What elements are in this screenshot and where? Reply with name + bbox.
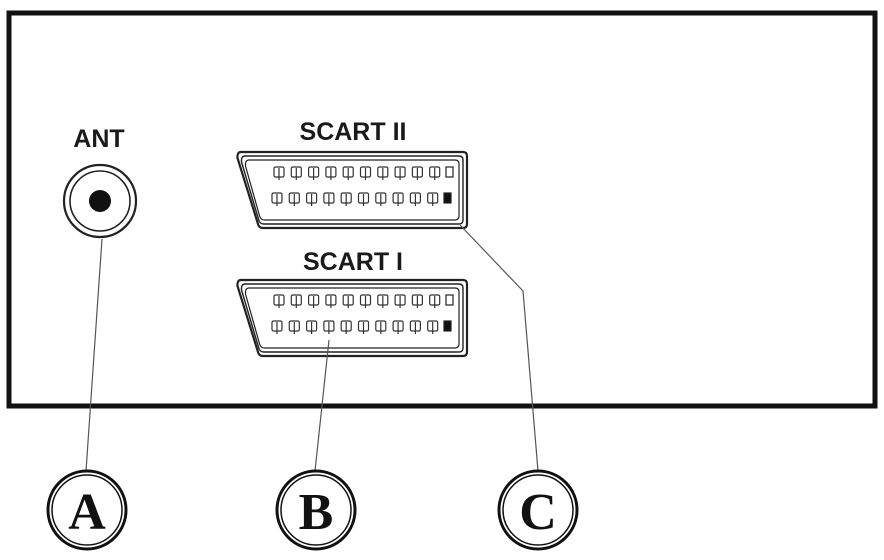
scart-1-pin [429, 294, 441, 308]
scart-2-pin [375, 192, 387, 206]
scart-1-pin [359, 294, 372, 308]
scart-1-pin [306, 320, 318, 334]
callout-a: A [46, 469, 128, 551]
scart-1-outline-1 [236, 278, 469, 358]
callout-b: B [275, 469, 357, 551]
callout-b-letter: B [299, 484, 334, 541]
scart-1-pin [427, 320, 439, 334]
scart-1-pin [271, 320, 283, 334]
scart-1-pin [392, 320, 404, 334]
callout-c-letter: C [519, 484, 557, 541]
scart-1-pin [323, 320, 335, 334]
scart-2-pin [429, 166, 441, 180]
scart-2-pin [342, 166, 354, 180]
scart-2-pin [359, 166, 372, 180]
scart-1-pin [342, 294, 354, 308]
scart-1-pin [409, 320, 421, 334]
scart-2-pin [377, 166, 389, 180]
scart-1-label: SCART I [303, 248, 403, 276]
scart-2-outline-3 [244, 159, 460, 221]
leader-line-c [459, 224, 539, 472]
scart-1-pin [325, 294, 337, 308]
scart-1-connector: SCART I [236, 248, 469, 358]
scart-1-pin [340, 320, 352, 334]
scart-2-pin [323, 192, 335, 206]
scart-2-outline-2 [240, 155, 464, 225]
scart-1-pin [394, 294, 406, 308]
scart-1-pin [288, 320, 300, 334]
ant-socket-icon [62, 163, 138, 239]
scart-2-pin-end [445, 166, 454, 178]
scart-2-connector: SCART II [236, 118, 469, 230]
ant-label: ANT [73, 125, 124, 153]
scart-2-label: SCART II [300, 118, 407, 146]
scart-2-outline-1 [236, 150, 469, 230]
scart-2-pin [306, 192, 318, 206]
scart-2-pin-end [443, 192, 452, 204]
leader-line-b [314, 339, 330, 472]
scart-2-pin [394, 166, 406, 180]
scart-2-pin [427, 192, 439, 206]
scart-1-outline-3 [244, 287, 460, 349]
scart-1-pin [273, 294, 285, 308]
scart-2-socket-icon [236, 150, 469, 230]
callout-c: C [497, 469, 579, 551]
scart-1-pin-end [445, 294, 454, 306]
scart-2-pin [357, 192, 370, 206]
scart-2-pin [392, 192, 404, 206]
leader-line-a [85, 238, 103, 472]
scart-1-pin [308, 294, 320, 308]
scart-2-pin [411, 166, 423, 180]
scart-1-socket-icon [236, 278, 469, 358]
scart-2-pin [273, 166, 285, 180]
scart-2-pin [308, 166, 320, 180]
scart-1-pin [411, 294, 423, 308]
callout-a-letter: A [68, 484, 106, 541]
ant-connector: ANT [62, 125, 138, 239]
scart-2-pin [271, 192, 283, 206]
scart-2-pin [325, 166, 337, 180]
scart-2-pin [288, 192, 300, 206]
scart-1-pin [377, 294, 389, 308]
scart-1-pin-end [443, 320, 452, 332]
scart-1-outline-2 [240, 283, 464, 353]
scart-1-pin [357, 320, 370, 334]
scart-2-pin [290, 166, 302, 180]
scart-2-pin [340, 192, 352, 206]
scart-1-pin [290, 294, 302, 308]
scart-1-pin [375, 320, 387, 334]
scart-2-pin [409, 192, 421, 206]
